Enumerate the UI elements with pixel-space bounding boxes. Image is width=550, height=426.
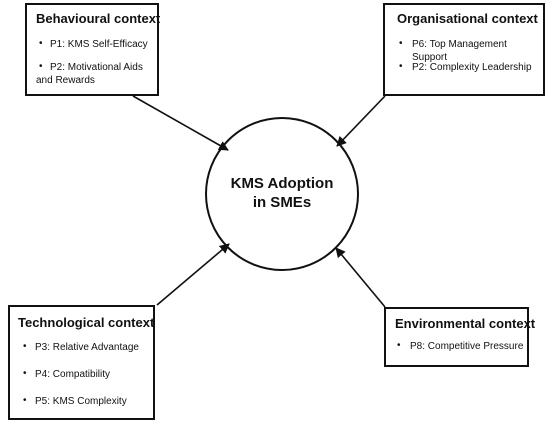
organisational-item-1: P6: Top Management Support bbox=[412, 39, 507, 63]
arrow-behavioural bbox=[132, 95, 229, 151]
bullet: • bbox=[39, 38, 43, 49]
behavioural-item-1: P1: KMS Self-Efficacy bbox=[50, 39, 148, 50]
behavioural-item-2: P2: Motivational Aids bbox=[50, 62, 143, 73]
technological-context-title: Technological context bbox=[18, 315, 155, 330]
behavioural-context-box: Behavioural context • P1: KMS Self-Effic… bbox=[25, 3, 161, 96]
environmental-item-1: P8: Competitive Pressure bbox=[410, 341, 524, 352]
bullet: • bbox=[399, 61, 403, 72]
center-label: KMS Adoption in SMEs bbox=[207, 174, 357, 212]
center-label-line1: KMS Adoption bbox=[230, 175, 334, 192]
environmental-context-box: Environmental context • P8: Competitive … bbox=[384, 307, 535, 367]
bullet: • bbox=[23, 395, 27, 406]
environmental-context-title: Environmental context bbox=[395, 316, 536, 331]
arrow-technological bbox=[156, 243, 230, 306]
technological-context-box: Technological context • P3: Relative Adv… bbox=[8, 305, 155, 420]
behavioural-item-2-cont: and Rewards bbox=[36, 75, 95, 86]
organisational-item-2: P2: Complexity Leadership bbox=[412, 62, 532, 73]
arrow-environmental bbox=[335, 247, 386, 308]
kms-adoption-circle: KMS Adoption in SMEs bbox=[205, 117, 359, 271]
bullet: • bbox=[23, 341, 27, 352]
behavioural-context-title: Behavioural context bbox=[36, 11, 161, 26]
bullet: • bbox=[39, 61, 43, 72]
technological-item-3: P5: KMS Complexity bbox=[35, 396, 127, 407]
technological-item-2: P4: Compatibility bbox=[35, 369, 111, 380]
technological-item-1: P3: Relative Advantage bbox=[35, 342, 139, 353]
organisational-context-box: Organisational context • P6: Top Managem… bbox=[383, 3, 545, 96]
arrow-organisational bbox=[336, 95, 386, 147]
bullet: • bbox=[397, 340, 401, 351]
bullet: • bbox=[23, 368, 27, 379]
center-label-line2: in SMEs bbox=[252, 194, 312, 211]
organisational-context-title: Organisational context bbox=[397, 11, 538, 26]
bullet: • bbox=[399, 38, 403, 49]
